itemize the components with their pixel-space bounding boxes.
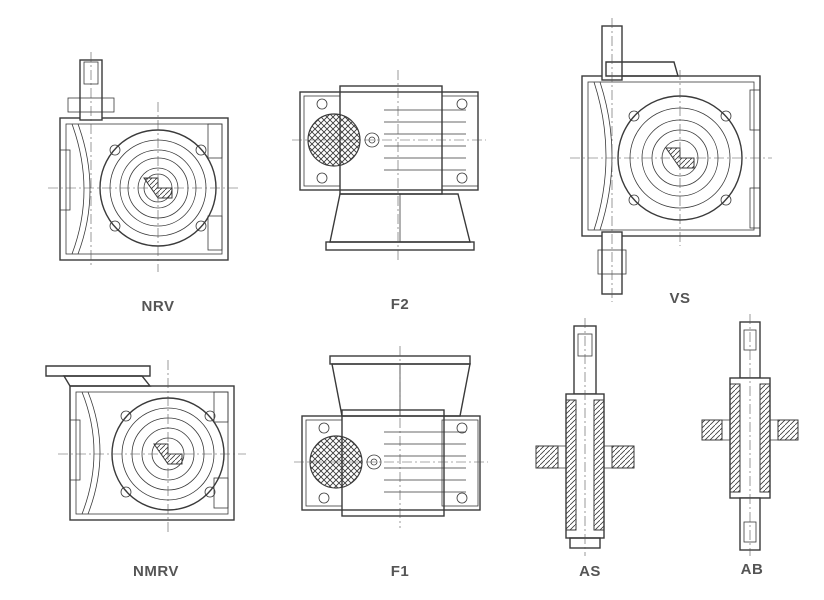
label-as: AS (579, 563, 601, 580)
drawing-as (535, 318, 635, 556)
drawing-f2 (292, 70, 486, 262)
label-f1: F1 (390, 563, 410, 580)
label-nrv: NRV (141, 298, 175, 315)
drawing-f1 (294, 346, 488, 528)
drawing-nrv (48, 52, 240, 272)
label-nmrv: NMRV (133, 563, 179, 580)
drawing-vs (570, 18, 772, 302)
label-f2: F2 (390, 296, 410, 313)
label-vs: VS (669, 290, 691, 307)
label-ab: AB (740, 561, 764, 578)
drawing-ab (701, 314, 799, 556)
drawing-nmrv (45, 360, 246, 532)
